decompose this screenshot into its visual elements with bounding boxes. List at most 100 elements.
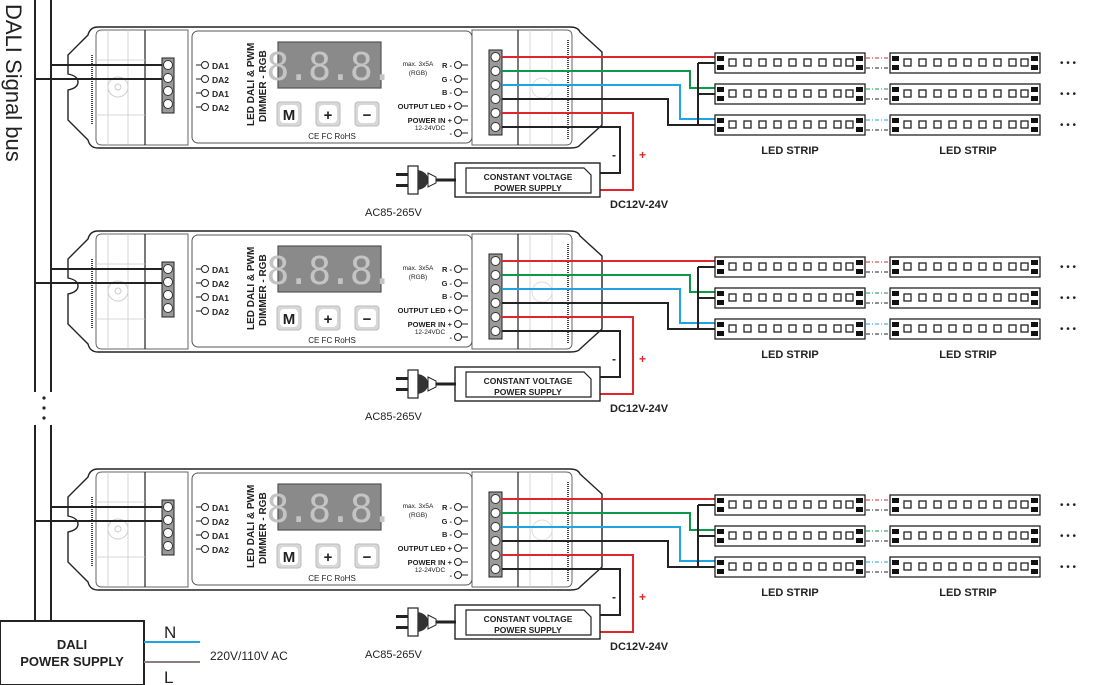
seven-segment-display: 8.8.8.	[266, 245, 394, 293]
input-label-da1: DA1	[212, 89, 229, 99]
led-strip	[889, 318, 1041, 340]
controller-title-line2: DIMMER - RGB	[258, 50, 269, 122]
wire-power-minus	[502, 330, 621, 378]
output-label-3: B -	[442, 530, 453, 539]
mode-button[interactable]: M	[276, 543, 302, 569]
controller-title-line1: LED DALI & PWM	[246, 485, 257, 568]
psu-label-line1: CONSTANT VOLTAGE	[484, 376, 573, 386]
power-range-label: 12-24VDC	[415, 329, 446, 336]
led-strip	[714, 287, 866, 309]
power-range-label: 12-24VDC	[415, 125, 446, 132]
max-current-label: max. 3x5A	[403, 61, 434, 68]
output-terminal	[488, 253, 503, 340]
power-range-label: 12-24VDC	[415, 567, 446, 574]
input-label-da1: DA1	[212, 293, 229, 303]
dali-input-terminal	[161, 261, 175, 318]
input-label-da2: DA2	[212, 545, 229, 555]
ac-label: 220V/110V AC	[210, 649, 288, 663]
output-label-4: OUTPUT LED +	[398, 306, 453, 315]
plus-button[interactable]: +	[315, 101, 341, 127]
plus-button-label: +	[324, 311, 333, 328]
output-label-4: OUTPUT LED +	[398, 102, 453, 111]
psu-minus-sign: -	[612, 590, 616, 604]
plus-button-label: +	[324, 549, 333, 566]
plus-button-label: +	[324, 107, 333, 124]
psu-label-line1: CONSTANT VOLTAGE	[484, 614, 573, 624]
max-current-sub: (RGB)	[409, 512, 427, 519]
minus-button[interactable]: −	[354, 101, 380, 127]
led-strip	[714, 318, 866, 340]
output-label-2: G -	[442, 75, 453, 84]
dc-voltage-label: DC12V-24V	[610, 403, 669, 415]
led-strip	[889, 83, 1041, 105]
certification-marks: CE FC RoHS	[308, 132, 356, 141]
input-label-da2: DA2	[212, 75, 229, 85]
led-strip	[714, 494, 866, 516]
dc-voltage-label: DC12V-24V	[610, 199, 669, 211]
input-label-da2: DA2	[212, 279, 229, 289]
psu-plus-sign: +	[639, 148, 646, 162]
wire-power-minus	[502, 126, 621, 174]
wire-green	[502, 70, 718, 89]
wire-power-plus	[502, 112, 634, 191]
n-label: N	[164, 623, 176, 642]
led-strip	[889, 494, 1041, 516]
max-current-sub: (RGB)	[409, 70, 427, 77]
input-label-da2: DA2	[212, 307, 229, 317]
mode-button-label: M	[283, 107, 296, 124]
input-label-da2: DA2	[212, 517, 229, 527]
output-label-4: OUTPUT LED +	[398, 544, 453, 553]
controller-title-line1: LED DALI & PWM	[246, 43, 257, 126]
seven-segment-display: 8.8.8.	[266, 483, 394, 531]
wire-power-minus	[502, 568, 621, 616]
led-strip	[714, 114, 866, 136]
dali-psu-line1: DALI	[57, 637, 87, 652]
plus-button[interactable]: +	[315, 305, 341, 331]
led-strip-label: LED STRIP	[761, 349, 818, 361]
psu-plus-sign: +	[639, 352, 646, 366]
psu-plus-sign: +	[639, 590, 646, 604]
continuation-dots: • • •	[1060, 500, 1077, 511]
dali-input-terminal	[161, 499, 175, 556]
controller-title-line2: DIMMER - RGB	[258, 492, 269, 564]
input-label-da1: DA1	[212, 61, 229, 71]
output-label-2: G -	[442, 517, 453, 526]
output-label-3: B -	[442, 292, 453, 301]
minus-button[interactable]: −	[354, 543, 380, 569]
wire-power-plus	[502, 554, 634, 633]
minus-button-label: −	[363, 107, 372, 124]
continuation-dots: • • •	[1060, 293, 1077, 304]
continuation-dots: • • •	[1060, 58, 1077, 69]
minus-button[interactable]: −	[354, 305, 380, 331]
led-strip	[889, 114, 1041, 136]
mode-button[interactable]: M	[276, 305, 302, 331]
wire-common	[502, 302, 718, 330]
led-strip-label: LED STRIP	[939, 587, 996, 599]
input-label-da1: DA1	[212, 531, 229, 541]
minus-button-label: −	[363, 311, 372, 328]
minus-button-label: −	[363, 549, 372, 566]
output-label-3: B -	[442, 88, 453, 97]
led-strip-label: LED STRIP	[761, 587, 818, 599]
psu-minus-sign: -	[612, 148, 616, 162]
mode-button[interactable]: M	[276, 101, 302, 127]
input-label-da1: DA1	[212, 503, 229, 513]
led-strip	[714, 556, 866, 578]
dali-input-terminal	[161, 57, 175, 114]
l-label: L	[164, 668, 173, 685]
wire-green	[502, 512, 718, 531]
dali-psu-line2: POWER SUPPLY	[20, 654, 124, 669]
input-label-da2: DA2	[212, 103, 229, 113]
continuation-dots: • • •	[1060, 531, 1077, 542]
plus-button[interactable]: +	[315, 543, 341, 569]
output-terminal	[488, 49, 503, 136]
led-strip	[889, 287, 1041, 309]
output-label-6: -	[450, 571, 453, 580]
output-label-5: POWER IN +	[408, 558, 453, 567]
certification-marks: CE FC RoHS	[308, 574, 356, 583]
output-label-6: -	[450, 333, 453, 342]
certification-marks: CE FC RoHS	[308, 336, 356, 345]
